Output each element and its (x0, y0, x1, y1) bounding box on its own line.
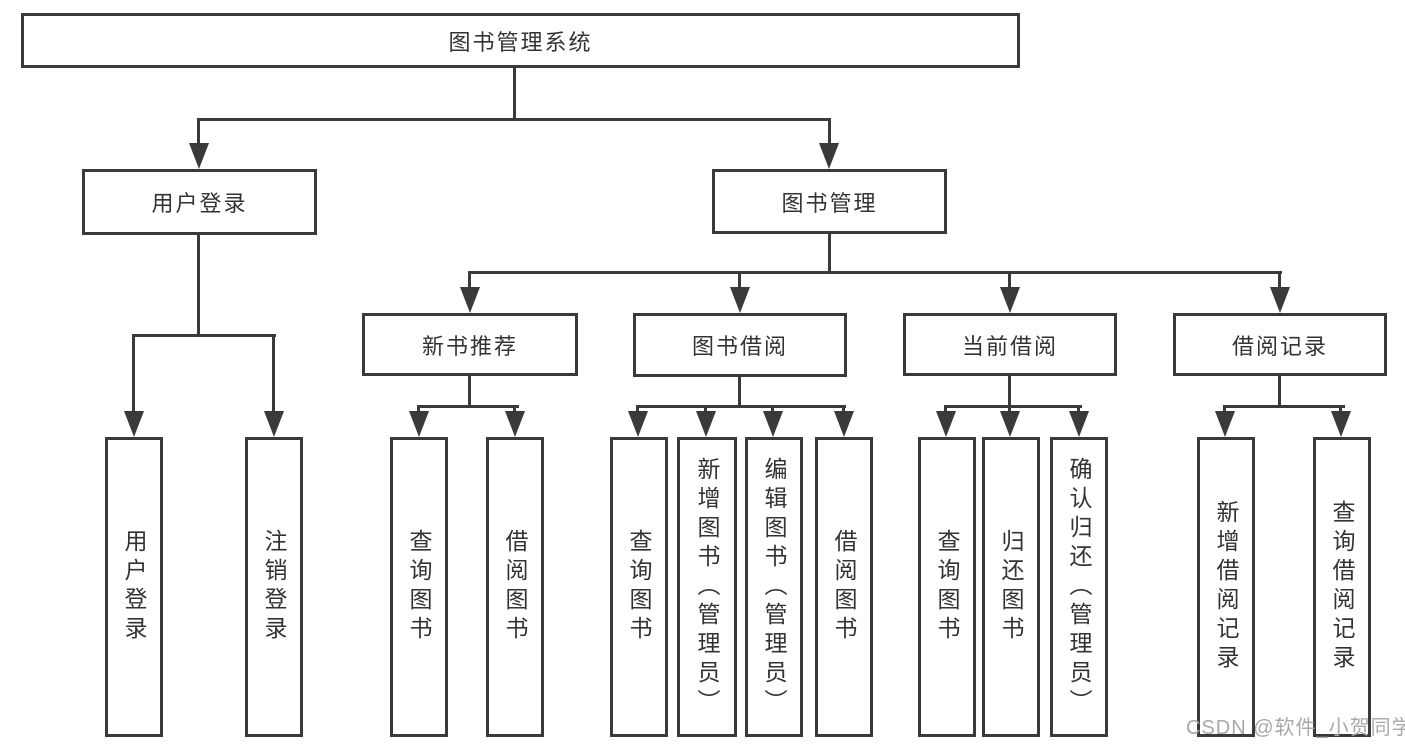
arrow-down-icon (1270, 287, 1290, 313)
connector-hline (1223, 405, 1345, 408)
node-borrow-records: 借阅记录 (1173, 313, 1387, 376)
leaf-query-borrow-record: 查询借阅记录 (1313, 437, 1371, 737)
node-book-borrow: 图书借阅 (633, 313, 847, 377)
arrow-down-icon (189, 143, 209, 169)
connector-vline (1008, 374, 1011, 408)
arrow-down-icon (1069, 411, 1089, 437)
connector-vline (828, 232, 831, 274)
leaf-logout: 注销登录 (245, 437, 303, 737)
connector-hline (636, 405, 846, 408)
connector-vline (468, 374, 471, 408)
connector-vline (272, 334, 275, 415)
connector-hline (944, 405, 1082, 408)
arrow-down-icon (1215, 411, 1235, 437)
node-library-system: 图书管理系统 (21, 13, 1020, 68)
node-current-borrow: 当前借阅 (903, 313, 1117, 376)
node-book-management: 图书管理 (712, 169, 947, 234)
leaf-borrow-books: 借阅图书 (486, 437, 544, 737)
connector-hline (417, 405, 519, 408)
arrow-down-icon (819, 143, 839, 169)
arrow-down-icon (124, 411, 144, 437)
leaf-return-books: 归还图书 (982, 437, 1040, 737)
connector-vline (1278, 271, 1281, 293)
arrow-down-icon (730, 287, 750, 313)
connector-vline (468, 271, 471, 293)
arrow-down-icon (505, 411, 525, 437)
connector-vline (197, 233, 200, 336)
arrow-down-icon (1000, 411, 1020, 437)
leaf-add-borrow-record: 新增借阅记录 (1197, 437, 1255, 737)
connector-vline (197, 118, 200, 148)
arrow-down-icon (409, 411, 429, 437)
node-user-login: 用户登录 (82, 169, 317, 235)
leaf-borrow-books: 借阅图书 (815, 437, 873, 737)
leaf-user-login: 用户登录 (105, 437, 163, 737)
arrow-down-icon (936, 411, 956, 437)
arrow-down-icon (1331, 411, 1351, 437)
connector-vline (1278, 374, 1281, 408)
connector-hline (132, 334, 276, 337)
connector-vline (513, 68, 516, 120)
node-new-book-recommend: 新书推荐 (362, 313, 578, 376)
leaf-query-books: 查询图书 (918, 437, 976, 737)
arrow-down-icon (763, 411, 783, 437)
connector-vline (738, 374, 741, 408)
arrow-down-icon (696, 411, 716, 437)
connector-vline (738, 271, 741, 293)
connector-vline (132, 334, 135, 415)
arrow-down-icon (834, 411, 854, 437)
leaf-edit-books-admin: 编辑图书（管理员） (745, 437, 803, 737)
connector-vline (1008, 271, 1011, 293)
connector-vline (828, 118, 831, 148)
leaf-add-books-admin: 新增图书（管理员） (677, 437, 737, 737)
arrow-down-icon (460, 287, 480, 313)
arrow-down-icon (1000, 287, 1020, 313)
connector-hline (197, 118, 831, 121)
leaf-query-books: 查询图书 (610, 437, 668, 737)
leaf-query-books: 查询图书 (390, 437, 448, 737)
watermark: CSDN @软件_小贺同学 (1186, 717, 1405, 739)
arrow-down-icon (264, 411, 284, 437)
arrow-down-icon (628, 411, 648, 437)
leaf-confirm-return-admin: 确认归还（管理员） (1050, 437, 1108, 737)
connector-hline (468, 271, 1282, 274)
